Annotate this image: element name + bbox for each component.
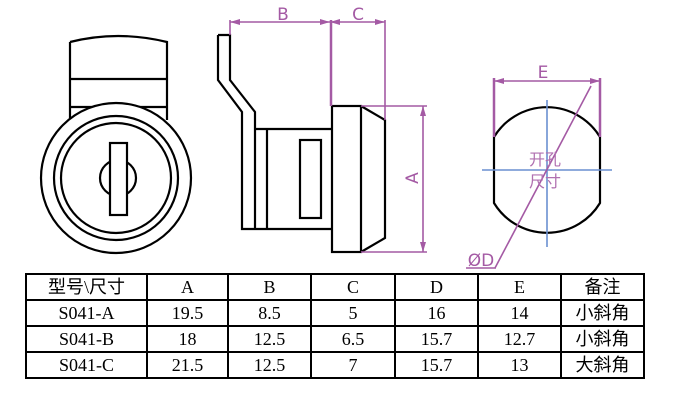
dim-d-label: ØD — [468, 251, 494, 271]
header-cell: A — [146, 273, 229, 301]
table-cell: 16 — [394, 299, 479, 327]
header-cell: E — [477, 273, 562, 301]
dim-a-label: A — [403, 172, 423, 184]
keyway — [108, 141, 129, 217]
dim-c-label: C — [352, 5, 364, 25]
table-cell: 21.5 — [146, 351, 229, 379]
table-cell: 7 — [310, 351, 396, 379]
table-cell: S041-C — [25, 351, 148, 379]
table-cell: 15.7 — [394, 325, 479, 353]
header-cell: 备注 — [560, 273, 645, 301]
header-cell: B — [227, 273, 312, 301]
table-cell: 13 — [477, 351, 562, 379]
dimension-table: 型号\尺寸 A B C D E 备注 S041-A 19.5 8.5 5 16 … — [25, 273, 645, 379]
table-cell: 19.5 — [146, 299, 229, 327]
table-cell: 小斜角 — [560, 299, 645, 327]
dim-e-label: E — [538, 63, 549, 83]
table-cell: 12.5 — [227, 351, 312, 379]
table-header-row: 型号\尺寸 A B C D E 备注 — [25, 273, 645, 301]
table-row: S041-C 21.5 12.5 7 15.7 13 大斜角 — [25, 351, 645, 379]
cutout-label-line2: 尺寸 — [529, 172, 561, 191]
header-cell: 型号\尺寸 — [25, 273, 148, 301]
table-cell: 12.7 — [477, 325, 562, 353]
dim-b-label: B — [277, 5, 289, 25]
table-row: S041-B 18 12.5 6.5 15.7 12.7 小斜角 — [25, 325, 645, 353]
header-cell: C — [310, 273, 396, 301]
table-cell: 大斜角 — [560, 351, 645, 379]
table-cell: 18 — [146, 325, 229, 353]
cutout-view: E ØD 开孔 尺寸 — [466, 63, 612, 271]
side-view: B C A — [216, 5, 427, 254]
table-cell: 14 — [477, 299, 562, 327]
table-cell: 6.5 — [310, 325, 396, 353]
table-cell: 8.5 — [227, 299, 312, 327]
header-cell: D — [394, 273, 479, 301]
table-row: S041-A 19.5 8.5 5 16 14 小斜角 — [25, 299, 645, 327]
table-cell: 小斜角 — [560, 325, 645, 353]
cutout-label-line1: 开孔 — [529, 150, 561, 169]
table-cell: S041-A — [25, 299, 148, 327]
table-cell: 15.7 — [394, 351, 479, 379]
table-cell: 5 — [310, 299, 396, 327]
table-cell: S041-B — [25, 325, 148, 353]
table-cell: 12.5 — [227, 325, 312, 353]
front-view — [39, 34, 193, 255]
